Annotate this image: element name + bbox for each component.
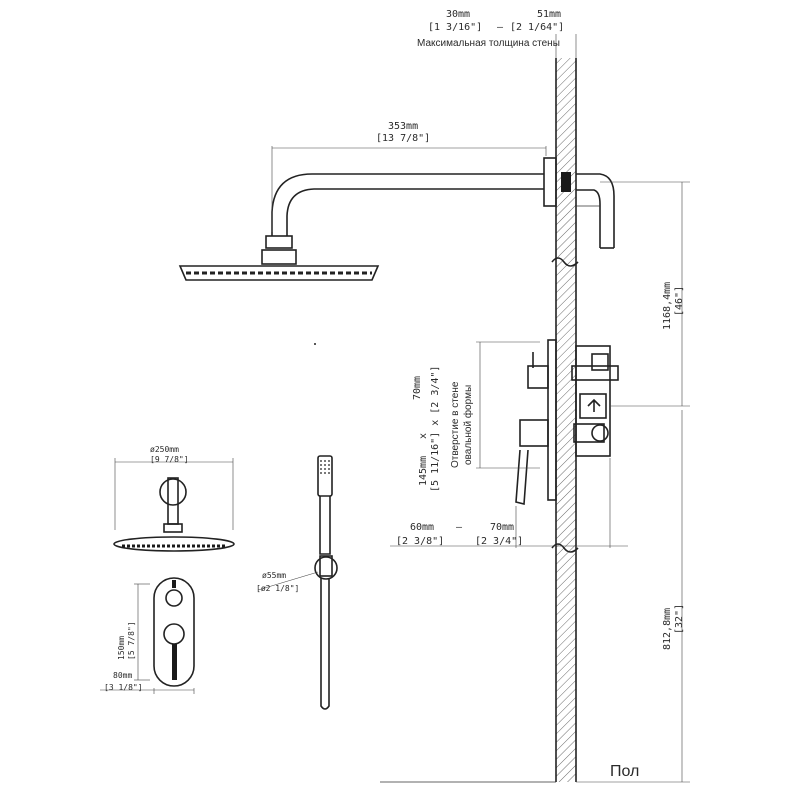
wall-thickness-dimension: 30mm 51mm [1 3/16"] — [2 1/64"] Максимал… <box>417 9 577 58</box>
depth-b-mm: 70mm <box>490 522 514 533</box>
depth-a-in: [2 3/8"] <box>396 536 444 547</box>
depth-b-in: [2 3/4"] <box>475 536 523 547</box>
plate-width-in: [3 1/8"] <box>104 683 143 692</box>
wall-left-mm: 30mm <box>446 9 470 20</box>
mixer-height-in: [32"] <box>674 604 685 634</box>
floor-label: Пол <box>610 763 639 780</box>
overhead-shower-side-view <box>178 157 615 281</box>
wall-hole-dimension: 145mm x 70mm [5 11/16"] x [2 3/4"] Отвер… <box>412 341 540 492</box>
mixer-height-mm: 812,8mm <box>662 608 673 650</box>
holder-dia-in: [ø2 1/8"] <box>256 584 299 593</box>
mixer-depth-dimension: 60mm — 70mm [2 3/8"] [2 3/4"] <box>390 458 628 548</box>
hole-size-b: 70mm <box>412 376 423 400</box>
mixer-side-view <box>515 339 619 506</box>
head-dia-mm: ø250mm <box>150 445 179 454</box>
overhead-shower-front-view: ø250mm [9 7/8"] <box>113 445 235 552</box>
hand-shower: ø55mm [ø2 1/8"] <box>256 455 338 710</box>
wall-left-in: [1 3/16"] <box>428 22 482 33</box>
head-dia-in: [9 7/8"] <box>150 455 189 464</box>
mixer-height-dimension: 812,8mm [32"] <box>576 410 690 783</box>
head-height-mm: 1168,4mm <box>662 282 673 330</box>
head-height-dimension: 1168,4mm [46"] <box>600 181 690 407</box>
arm-length-in: [13 7/8"] <box>376 133 430 144</box>
wall-right-in: [2 1/64"] <box>510 22 564 33</box>
head-height-in: [46"] <box>674 286 685 316</box>
wall-right-mm: 51mm <box>537 9 561 20</box>
plate-width-mm: 80mm <box>113 671 132 680</box>
wall-dash: — <box>497 22 504 33</box>
hole-label-line1: Отверстие в стене <box>450 381 461 468</box>
arm-length-dimension: 353mm [13 7/8"] <box>271 121 547 232</box>
hole-size-a: 145mm <box>418 456 429 486</box>
wall-thickness-label: Максимальная толщина стены <box>417 38 560 49</box>
holder-dia-mm: ø55mm <box>262 571 286 580</box>
plate-height-mm: 150mm <box>117 636 126 660</box>
floor: Пол <box>380 763 639 783</box>
mixer-front-view: 150mm [5 7/8"] 80mm [3 1/8"] <box>100 577 195 694</box>
hole-size-in: [5 11/16"] x [2 3/4"] <box>430 366 441 492</box>
plate-height-in: [5 7/8"] <box>127 621 136 660</box>
hole-label-line2: овальной формы <box>462 385 474 465</box>
depth-dash: — <box>456 522 463 533</box>
hole-size-x: x <box>418 433 429 439</box>
stray-dot <box>314 343 316 345</box>
depth-a-mm: 60mm <box>410 522 434 533</box>
arm-length-mm: 353mm <box>388 121 418 132</box>
